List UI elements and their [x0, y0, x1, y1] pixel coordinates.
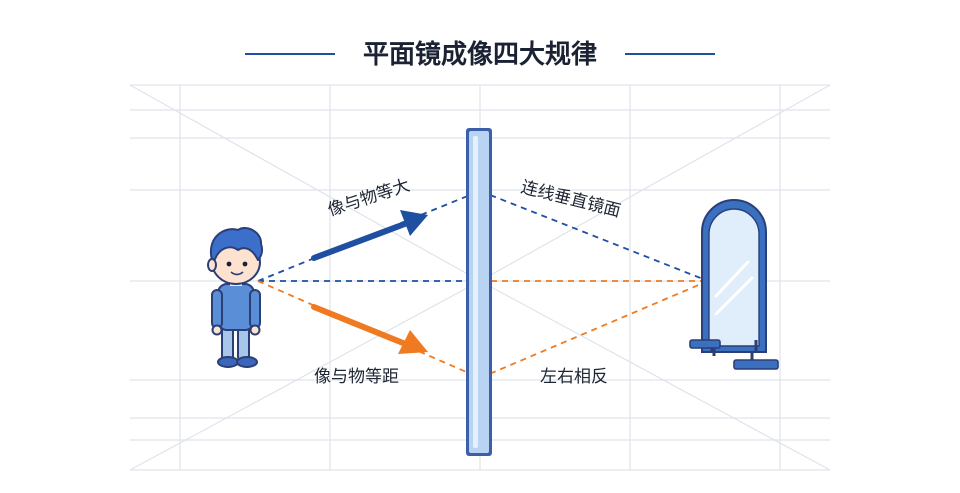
label-reversed: 左右相反 [540, 367, 608, 387]
orange-arrow [311, 304, 428, 354]
standing-mirror-icon [689, 199, 779, 370]
plane-mirror [466, 128, 492, 456]
blue-arrow [311, 210, 428, 261]
boy-figure-icon [207, 226, 264, 368]
label-same-size: 像与物等大 [325, 175, 412, 220]
label-perpendicular: 连线垂直镜面 [519, 177, 623, 221]
ray-blue-upper-right [479, 190, 709, 282]
ray-blue-upper-left [257, 190, 481, 282]
ray-orange-lower-right [479, 280, 709, 379]
label-equal-distance: 像与物等距 [314, 367, 399, 387]
diagram-title: 平面镜成像四大规律 [363, 39, 597, 70]
